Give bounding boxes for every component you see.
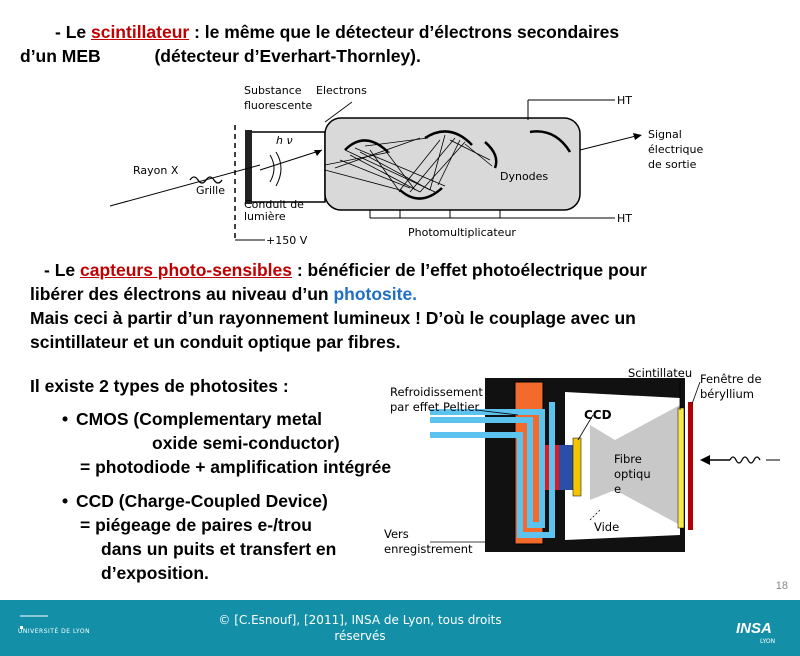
capteurs-line-2: libérer des électrons au niveau d’un pho… bbox=[30, 282, 417, 306]
bullet-ccd: • CCD (Charge-Coupled Device) bbox=[62, 489, 328, 513]
universite-lyon-text: UNIVERSITÉ DE LYON bbox=[18, 628, 91, 635]
ccd-detector-diagram bbox=[430, 378, 780, 552]
header-line-1: - Le scintillateur : le même que le déte… bbox=[55, 20, 619, 44]
capteurs-line2-a: libérer des électrons au niveau d’un bbox=[30, 284, 334, 304]
label-vers-1: Vers bbox=[384, 527, 409, 541]
capteurs-line-3: Mais ceci à partir d’un rayonnement lumi… bbox=[30, 308, 636, 328]
term-photosite: photosite. bbox=[333, 284, 418, 304]
capteurs-line-4: scintillateur et un conduit optique par … bbox=[30, 332, 401, 352]
label-refroidissement-2: par effet Peltier bbox=[390, 400, 480, 414]
label-fenetre-1: Fenêtre de bbox=[700, 372, 762, 386]
capteurs-rest: : bénéficier de l’effet photoélectrique … bbox=[291, 260, 647, 280]
label-fibre-2: optiqu bbox=[614, 467, 651, 481]
label-signal-3: de sortie bbox=[648, 158, 697, 171]
label-fenetre-2: béryllium bbox=[700, 387, 754, 401]
capteurs-line-1: - Le capteurs photo-sensibles : bénéfici… bbox=[44, 258, 647, 282]
cmos-line-3: = photodiode + amplification intégrée bbox=[80, 457, 392, 477]
label-substance: Substance bbox=[244, 84, 302, 97]
ccd-line-3: dans un puits et transfert en bbox=[101, 539, 337, 559]
footer-bar bbox=[0, 600, 800, 656]
bullet-dot: • bbox=[62, 491, 69, 511]
label-fibre-3: e bbox=[614, 482, 622, 496]
label-vide: Vide bbox=[594, 520, 620, 534]
ccd-line-2: = piégeage de paires e-/trou bbox=[80, 515, 312, 535]
photomultiplier-diagram bbox=[109, 99, 642, 241]
header-prefix: - Le bbox=[55, 22, 91, 42]
header-line2-a: d’un MEB bbox=[20, 46, 101, 66]
label-ht-top: HT bbox=[617, 94, 632, 107]
label-ccd: CCD bbox=[584, 408, 612, 422]
label-vers-2: enregistrement bbox=[384, 542, 473, 556]
insa-logo-subtext: LYON bbox=[760, 638, 776, 645]
insa-logo-text: INSA bbox=[736, 620, 772, 637]
label-signal-1: Signal bbox=[648, 128, 682, 141]
ccd-line-1: CCD (Charge-Coupled Device) bbox=[76, 491, 328, 511]
header-line2-b: (détecteur d’Everhart-Thornley). bbox=[154, 46, 421, 66]
bullet-dot: • bbox=[62, 409, 69, 429]
footer-copyright: © [C.Esnouf], [2011], INSA de Lyon, tous… bbox=[218, 613, 502, 643]
cmos-line-2: oxide semi-conductor) bbox=[152, 433, 340, 453]
types-intro: Il existe 2 types de photosites : bbox=[30, 376, 289, 396]
label-hv: h ν bbox=[276, 134, 293, 147]
insa-logo: INSA LYON bbox=[726, 616, 788, 650]
cmos-line-1: CMOS (Complementary metal bbox=[76, 409, 323, 429]
label-photomultiplicateur: Photomultiplicateur bbox=[408, 226, 516, 239]
bullet-cmos: • CMOS (Complementary metal bbox=[62, 407, 322, 431]
universite-lyon-logo: UNIVERSITÉ DE LYON bbox=[18, 612, 91, 642]
label-scintillateur: Scintillateu bbox=[628, 366, 693, 380]
term-capteurs: capteurs photo-sensibles bbox=[79, 260, 292, 280]
header-line-2: d’un MEB (détecteur d’Everhart-Thornley)… bbox=[20, 44, 421, 68]
page-number: 18 bbox=[775, 580, 788, 592]
label-conduit-2: lumière bbox=[244, 210, 286, 223]
ccd-line-4: d’exposition. bbox=[101, 563, 209, 583]
label-voltage: +150 V bbox=[266, 234, 308, 247]
label-signal-2: électrique bbox=[648, 143, 704, 156]
label-refroidissement-1: Refroidissement bbox=[390, 385, 483, 399]
label-ht-bottom: HT bbox=[617, 212, 632, 225]
header-rest: : le même que le détecteur d’électrons s… bbox=[189, 22, 620, 42]
label-rayon-x: Rayon X bbox=[133, 164, 179, 177]
capteurs-prefix: - Le bbox=[44, 260, 80, 280]
label-fibre-1: Fibre bbox=[614, 452, 642, 466]
university-logo-icon bbox=[20, 615, 48, 629]
term-scintillateur: scintillateur bbox=[90, 22, 190, 42]
label-fluorescente: fluorescente bbox=[244, 99, 313, 112]
label-electrons: Electrons bbox=[316, 84, 367, 97]
label-dynodes: Dynodes bbox=[500, 170, 549, 183]
label-conduit-1: Conduit de bbox=[244, 198, 304, 211]
label-grille: Grille bbox=[196, 184, 225, 197]
